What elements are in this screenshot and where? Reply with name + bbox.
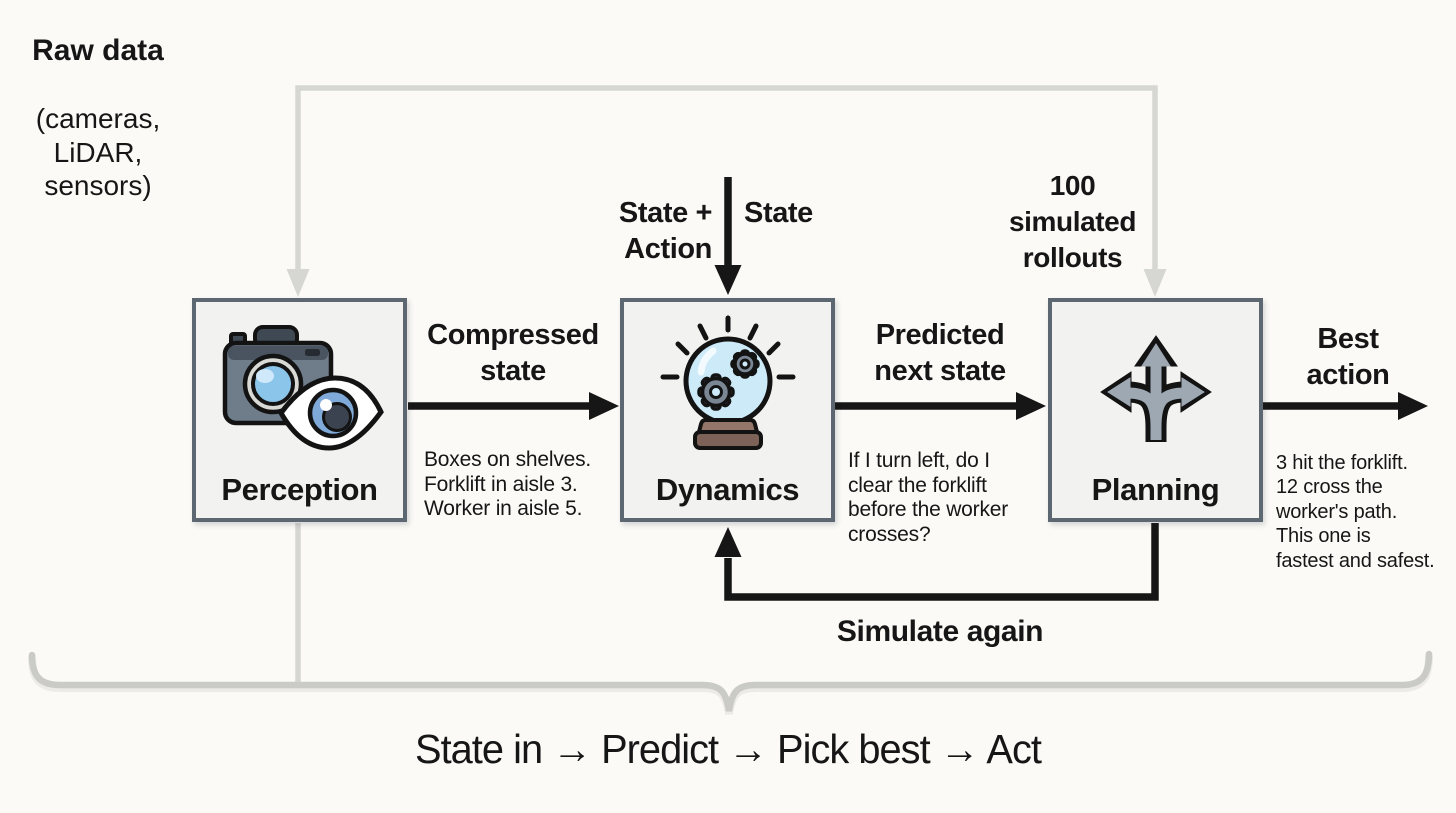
planning-box: Planning <box>1048 298 1263 522</box>
raw-data-subtitle: (cameras, LiDAR, sensors) <box>35 103 161 201</box>
state-action-input-label: State + Action <box>618 197 713 265</box>
arrow-planning-to-best-action <box>1263 392 1428 420</box>
simulated-rollouts-label: 100 simulated rollouts <box>1008 170 1137 273</box>
raw-data-title: Raw data <box>32 34 164 68</box>
dynamics-box: Dynamics <box>620 298 835 522</box>
compressed-state-note: Boxes on shelves. Forklift in aisle 3. W… <box>424 448 592 521</box>
best-action-label: Best action <box>1306 323 1390 391</box>
brace <box>28 650 1433 715</box>
arrow-state-into-dynamics <box>714 177 742 295</box>
predicted-next-state-note: If I turn left, do I clear the forklift … <box>848 449 1009 546</box>
crystal-ball-gears-icon <box>660 315 795 450</box>
best-action-note: 3 hit the forklift. 12 cross the worker'… <box>1276 452 1435 572</box>
perception-box: Perception <box>192 298 407 522</box>
state-input-label: State <box>744 197 813 229</box>
planning-title: Planning <box>1091 472 1220 507</box>
simulate-again-label: Simulate again <box>836 615 1044 648</box>
summary-caption: State in → Predict → Pick best → Act <box>415 726 1042 772</box>
camera-eye-icon <box>222 325 384 451</box>
compressed-state-label: Compressed state <box>427 319 599 387</box>
branching-arrows-icon <box>1099 335 1212 442</box>
raw-data-label: Raw data (cameras, LiDAR, sensors) <box>0 0 196 236</box>
perception-title: Perception <box>221 472 378 507</box>
dynamics-title: Dynamics <box>655 472 800 507</box>
arrow-dynamics-to-planning <box>835 392 1046 420</box>
arrow-simulate-again-loop <box>714 523 1159 601</box>
arrow-perception-to-dynamics <box>408 392 619 420</box>
outer-loop-arrow <box>286 85 1167 684</box>
predicted-next-state-label: Predicted next state <box>874 319 1006 387</box>
